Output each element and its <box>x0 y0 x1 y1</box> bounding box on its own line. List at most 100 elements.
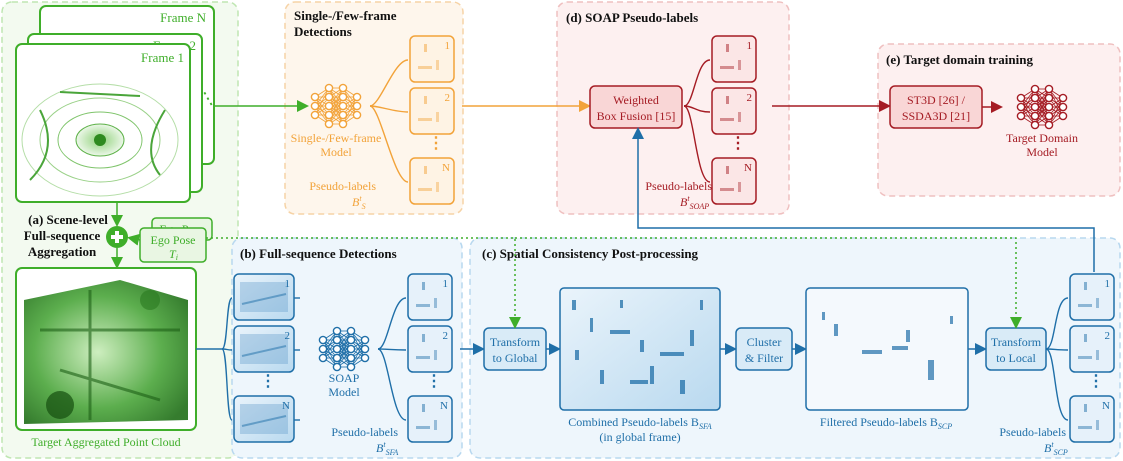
target-nn-node <box>1016 102 1026 112</box>
combined-box-mark <box>680 380 685 394</box>
sfa-branch-arrow <box>377 348 407 351</box>
target-nn-node <box>1030 93 1040 103</box>
soap-card-label: 1 <box>747 40 753 52</box>
b-pseudo-label: Pseudo-labels <box>331 425 398 439</box>
sfa-detection-cards: 12N⋮ <box>377 273 453 443</box>
frame-1-card <box>15 43 191 203</box>
single-box-mark <box>424 44 427 52</box>
single-card-2 <box>409 87 455 135</box>
combined-box-mark <box>590 318 593 332</box>
single-nn-node <box>324 119 334 129</box>
soap-branch-arrow <box>683 105 711 113</box>
target-nn-node <box>1058 102 1068 112</box>
single-nn-node <box>310 110 320 120</box>
sfa-input-card-1 <box>233 273 295 321</box>
scp-box-mark <box>1078 426 1092 429</box>
single-ellipsis: ⋮ <box>428 135 444 152</box>
section-b-title: (b) Full-sequence Detections <box>240 246 397 261</box>
scp-card-label: 1 <box>1105 278 1111 290</box>
st3d-line1: ST3D [26] / <box>907 93 966 107</box>
sfa-box-mark <box>422 282 425 290</box>
target-nn-node <box>1044 120 1054 130</box>
single-branch-arrow <box>369 105 409 183</box>
sfa-input-cards: 12N⋮ <box>221 273 300 443</box>
soap-box-mark <box>720 66 734 69</box>
scp-box-mark <box>1084 404 1087 412</box>
soap-nn-node <box>346 362 356 372</box>
soap-branch-arrow <box>683 59 711 107</box>
sfa-card-N <box>407 395 453 443</box>
frame-n-label: Frame N <box>160 10 206 25</box>
arrow-scp-to-wbf <box>632 127 1095 272</box>
single-box-mark <box>436 112 439 122</box>
scp-branch-arrow <box>1045 348 1069 351</box>
single-detection-cards: 12N⋮ <box>369 35 455 205</box>
transform-global-line2: to Global <box>493 351 539 365</box>
filtered-box-mark <box>928 360 934 380</box>
soap-branch-arrow <box>683 105 711 183</box>
sfa-input-ellipsis: ⋮ <box>260 373 276 390</box>
soap-box-mark <box>726 166 729 174</box>
single-card-N <box>409 157 455 205</box>
single-nn-node <box>338 110 348 120</box>
soap-nn-node <box>318 344 328 354</box>
transform-global-line1: Transform <box>490 335 541 349</box>
sfa-card-1 <box>407 273 453 321</box>
combined-box-mark <box>600 370 604 384</box>
single-branch-arrow <box>369 59 409 107</box>
single-box-mark <box>424 96 427 104</box>
soap-nn-node <box>360 335 370 345</box>
soap-nn-node <box>318 353 328 363</box>
combined-caption-line2: (in global frame) <box>599 430 680 444</box>
target-nn-node <box>1044 102 1054 112</box>
scp-box-mark <box>1078 356 1092 359</box>
soap-nn-edge <box>350 339 366 368</box>
combined-box-mark <box>700 300 703 310</box>
target-nn-node <box>1044 111 1054 121</box>
soap-card-N <box>711 157 757 205</box>
wbf-line1: Weighted <box>613 93 659 107</box>
soap-box-mark <box>738 182 741 192</box>
scp-box-mark <box>1096 350 1099 360</box>
transform-local-line2: to Local <box>996 351 1036 365</box>
scp-card-N <box>1069 395 1115 443</box>
filtered-box-mark <box>862 350 882 354</box>
combined-box-mark <box>640 340 644 352</box>
aggregated-caption: Target Aggregated Point Cloud <box>31 435 180 449</box>
soap-nn-node <box>346 353 356 363</box>
sfa-input-road-mark <box>241 345 287 357</box>
soap-nn-node <box>332 353 342 363</box>
sfa-card-label: 1 <box>443 278 449 290</box>
single-nn-node <box>310 92 320 102</box>
single-card-1 <box>409 35 455 83</box>
single-card-label: 2 <box>445 92 451 104</box>
target-nn-node <box>1030 84 1040 94</box>
sfa-input-label: 2 <box>285 330 291 342</box>
soap-nn-node <box>346 326 356 336</box>
single-nn-node <box>352 92 362 102</box>
single-nn-node <box>324 101 334 111</box>
b-pseudo-symbol: BtSFA <box>376 440 398 457</box>
single-nn-edge <box>342 96 358 125</box>
cluster-line1: Cluster <box>747 335 782 349</box>
sfa-input-branch-arrow <box>221 348 233 351</box>
ego-pose-dotted-to-local <box>515 237 1022 329</box>
single-nn-node <box>324 110 334 120</box>
single-box-mark <box>418 66 432 69</box>
soap-nn-node <box>360 344 370 354</box>
filtered-box-mark <box>906 330 910 342</box>
single-box-mark <box>436 60 439 70</box>
target-nn-edge <box>1034 97 1050 126</box>
target-nn-node <box>1016 111 1026 121</box>
section-e-title: (e) Target domain training <box>886 52 1033 67</box>
single-nn-node <box>324 83 334 93</box>
scp-card-label: 2 <box>1105 330 1111 342</box>
plus-icon <box>106 226 128 248</box>
sfa-input-road-mark <box>241 293 287 305</box>
soap-nn-node <box>332 326 342 336</box>
scp-box-mark <box>1084 282 1087 290</box>
section-a-title-line3: Aggregation <box>28 244 97 259</box>
scp-detection-cards: 12N⋮ <box>1045 273 1115 443</box>
scp-branch-arrow <box>1045 297 1069 350</box>
target-model-line1: Target Domain <box>1006 131 1078 145</box>
